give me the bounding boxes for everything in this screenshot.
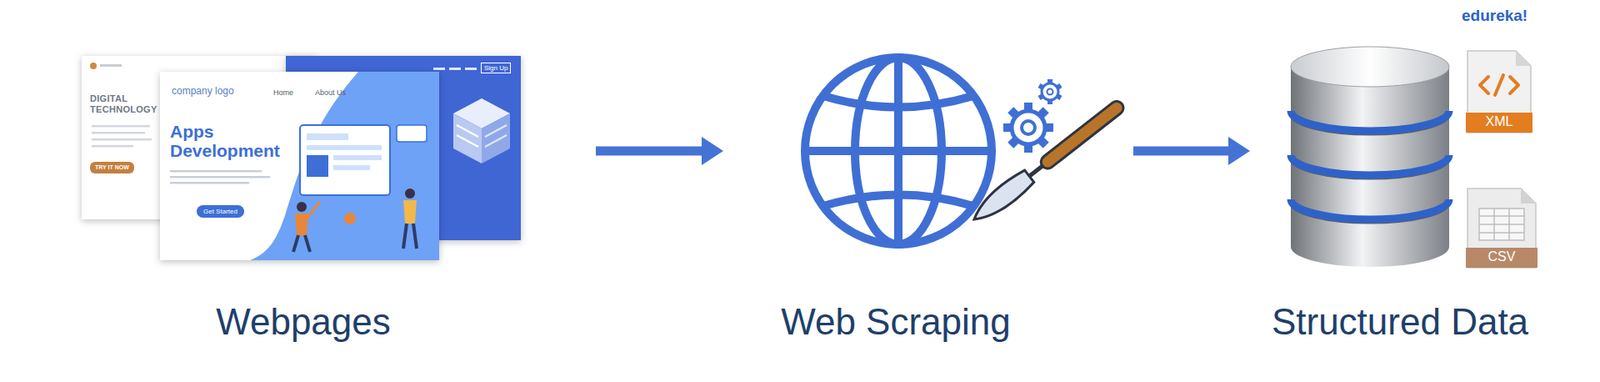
mockup-button: Sign Up: [480, 62, 511, 74]
xml-file-icon: [1465, 50, 1533, 133]
globe-icon: [805, 57, 992, 245]
gear-icon: [1038, 79, 1063, 105]
stage-caption: Webpages: [215, 300, 391, 345]
server-icon: [453, 98, 510, 164]
mockup-logo: company logo: [171, 85, 235, 98]
csv-file-icon: [1465, 188, 1538, 268]
flow-arrow: [1133, 136, 1250, 165]
stage-caption: Web Scraping: [780, 300, 1011, 345]
mockup-nav: Home: [273, 88, 294, 97]
mockup-nav: About Us: [315, 88, 346, 97]
stage-group: Structured Data: [1250, 25, 1592, 359]
stage-group: Web Scraping: [723, 25, 1134, 359]
arrow-shaft: [595, 146, 704, 156]
mockup-title: Apps Development: [170, 121, 295, 160]
arrow-head: [1228, 136, 1250, 165]
mockup-button: Get Started: [196, 205, 245, 218]
trowel-icon: [968, 95, 1129, 227]
file-type: XML: [1465, 114, 1533, 130]
stage-caption: Structured Data: [1271, 300, 1529, 345]
flow-arrow: [595, 136, 724, 165]
arrow-shaft: [1133, 146, 1230, 156]
mockup-button: TRY IT NOW: [90, 161, 135, 174]
database-icon: [1290, 46, 1450, 267]
mockup-heading: DIGITAL TECHNOLOGY: [90, 93, 157, 115]
webpage-mockups: [81, 55, 521, 260]
gear-icon: [1003, 102, 1054, 153]
watermark: edureka!: [1461, 6, 1528, 25]
file-type: CSV: [1465, 249, 1538, 265]
arrow-head: [701, 136, 724, 165]
stage-group: Webpages: [75, 25, 596, 359]
